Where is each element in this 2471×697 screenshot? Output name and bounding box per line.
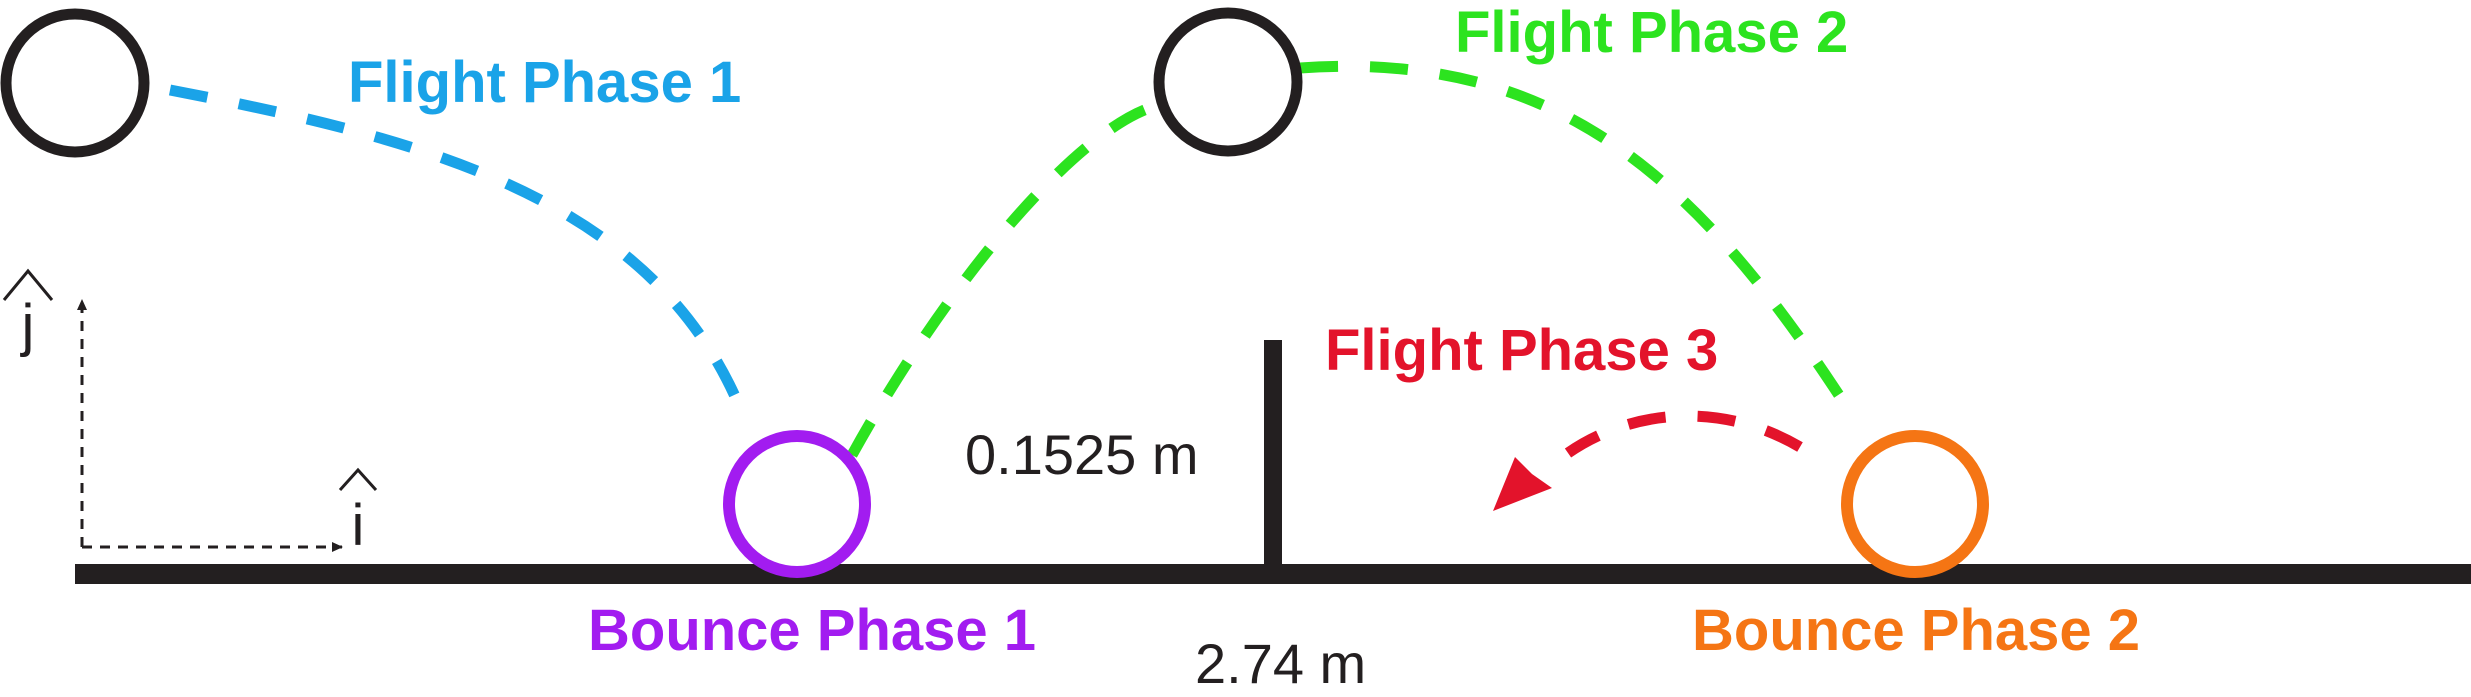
bounce-phase-1-label: Bounce Phase 1	[588, 598, 1036, 663]
flight-phase-2-path-descent	[1299, 60, 1855, 415]
flight-phase-1-path	[168, 84, 751, 422]
j-hat-symbol	[2, 268, 54, 301]
i-hat-symbol	[338, 467, 378, 492]
bounce-phase-2-label: Bounce Phase 2	[1692, 598, 2140, 663]
flight-phase-2-label: Flight Phase 2	[1455, 0, 1848, 65]
j-unit-vector-label: j	[20, 293, 35, 358]
ball-apex	[1153, 7, 1303, 157]
flight-phase-3-path	[1564, 410, 1803, 458]
ball-bounce-2	[1841, 430, 1989, 578]
i-unit-vector-label: i	[352, 493, 365, 558]
net-height-label: 0.1525 m	[965, 423, 1199, 486]
ball-bounce-1	[723, 430, 871, 578]
flight-phase-1-label: Flight Phase 1	[348, 50, 741, 115]
flight-phase-2-path-ascent	[847, 99, 1162, 458]
ball-start	[0, 8, 150, 158]
table-length-label: 2.74 m	[1195, 632, 1366, 695]
flight-phase-3-label: Flight Phase 3	[1325, 318, 1718, 383]
flight-phase-3-arrowhead	[1493, 457, 1552, 511]
